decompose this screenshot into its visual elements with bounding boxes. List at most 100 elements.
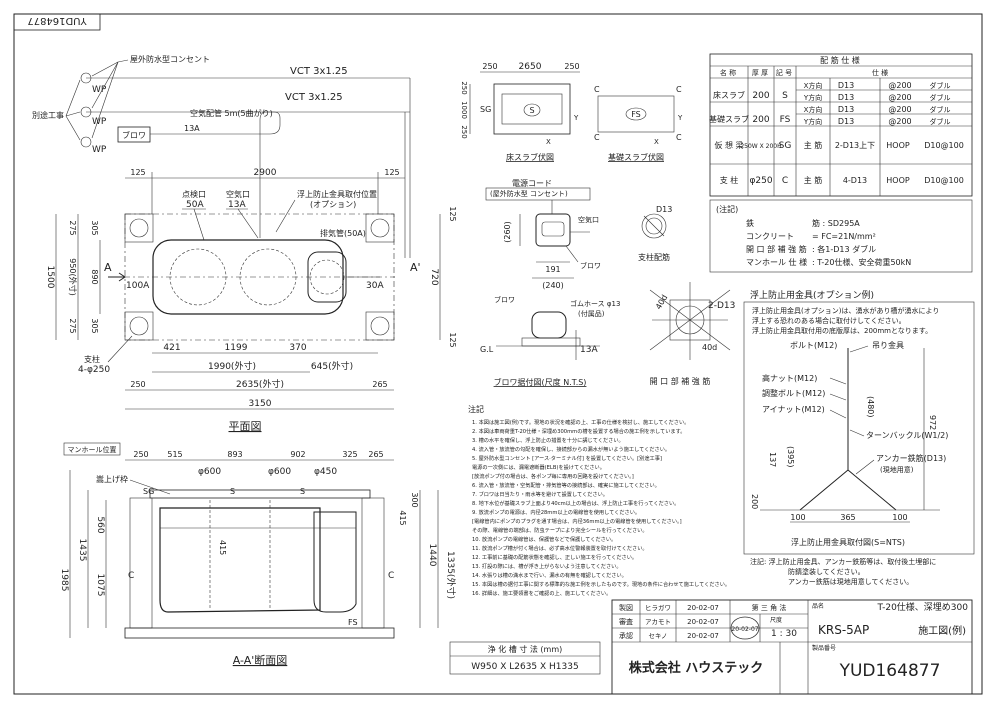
- rebar-cell: C: [782, 176, 788, 186]
- plan-dim: 2635(外寸): [236, 378, 284, 390]
- raise-frame-label: 嵩上げ枠: [96, 474, 128, 484]
- exhaust-label: 排気管(50A): [320, 228, 366, 238]
- plan-dim: 125: [448, 332, 457, 347]
- float-fitting-label: 浮上防止金具取付位置: [297, 189, 377, 199]
- float-prevention-detail: 浮上防止用金具(オプション例) 浮上防止用金具(オプション)は、湧水があり槽が湧…: [743, 289, 975, 586]
- rebar-cell: 200: [752, 91, 769, 101]
- air-port-label: 空気口: [226, 189, 250, 199]
- person-name: ヒラガワ: [645, 603, 671, 612]
- rebar-cell: @200: [888, 93, 911, 102]
- spec-notes: (注記) 鉄 筋 : SD295A コンクリート = FC=21N/mm² 開 …: [709, 199, 973, 273]
- rebar-cell: HOOP: [886, 141, 910, 150]
- general-notes-title: 注記: [468, 404, 484, 414]
- section-c: C: [388, 571, 394, 581]
- outdoor-outlet-label: 屋外防水型コンセント: [130, 54, 210, 64]
- floor-slab-plan: 250 2650 250 SG S 250 1000 250 X Y 床スラブ伏…: [460, 62, 580, 162]
- note-line: 3. 槽の水平を確保し、浮上防止の措置を十分に講じてください。: [472, 436, 624, 444]
- bolt-label: ボルト(M12): [790, 341, 837, 350]
- section-dim: 1435: [77, 539, 87, 562]
- base-slab-fs-mark: [625, 107, 647, 121]
- float-desc: 浮上防止用金具(オプション)は、湧水があり槽が湧水により: [752, 306, 939, 315]
- floor-slab-section: [149, 489, 371, 499]
- note-line: 9. 放流ポンプの電源は、内径28mm以上の電線管を使用してください。: [472, 508, 640, 516]
- plan-dim: 265: [372, 380, 387, 389]
- sign-date: 20-02-07: [687, 618, 719, 626]
- spec-title: T-20仕様、深埋め300: [876, 601, 968, 613]
- dwg-no-label: 製品番号: [812, 644, 836, 652]
- inspection-port-size: 50A: [186, 200, 204, 210]
- note-line: 8. 地下水位が基礎スラブ上面より40cm以上の場合は、浮上防止工事を行ってくだ…: [472, 499, 679, 507]
- note-line: 15. 本図は槽の据付工事に関する標準的な施工例を示したものです。現地の条件に合…: [472, 580, 730, 588]
- plan-dim: 125: [384, 168, 399, 177]
- blower-side-label: ブロワ: [494, 295, 515, 304]
- plan-dim: 950(外寸): [68, 258, 78, 296]
- pillar-spec: 4-φ250: [78, 365, 110, 375]
- note-line: 16. 詳細は、施工要領書をご確認の上、施工してください。: [472, 589, 611, 597]
- rebar-cell: Y方向: [803, 93, 822, 102]
- note-line: 1. 本図は施工図(例)です。現地の状況を確認の上、工事の仕様を検討し、施工して…: [472, 418, 689, 426]
- rebar-cell: Y方向: [803, 117, 822, 126]
- rebar-cell: ダブル: [930, 117, 951, 126]
- plan-dim: 125: [448, 206, 457, 221]
- section-marker-a2: A': [410, 261, 421, 274]
- blower-dim: (240): [542, 281, 564, 290]
- blower-side-view: [531, 311, 567, 339]
- plan-dim: 3150: [249, 399, 272, 409]
- power-cord-label: 電源コード: [512, 179, 552, 188]
- rebar-cell: X方向: [804, 81, 823, 90]
- blower-dim: 191: [545, 265, 560, 274]
- separate-work-label: 別途工事: [32, 110, 64, 120]
- float-dim: 137: [768, 452, 777, 467]
- rebar-cell: 200: [752, 115, 769, 125]
- vct-label: VCT 3x1.25: [290, 66, 348, 77]
- rebar-cell: D13: [838, 105, 854, 114]
- sign-date: 20-02-07: [687, 604, 719, 612]
- plan-dim: 2900: [254, 168, 277, 178]
- section-dim: 1335(外寸): [445, 551, 457, 599]
- plan-dim: 720: [429, 268, 439, 285]
- opening-rebar-40d: 40d: [702, 343, 717, 352]
- spec-notes-title: (注記): [716, 204, 738, 214]
- turnbuckle-label: ターンバックル(W1/2): [866, 431, 948, 440]
- pillar-label: 支柱: [84, 354, 100, 364]
- inspection-port-label: 点検口: [182, 189, 206, 199]
- floor-slab-sg: SG: [480, 105, 491, 114]
- section-dim: 265: [368, 450, 383, 459]
- wp-label: WP: [92, 85, 107, 95]
- rebar-cell: 仮 想 梁: [714, 140, 743, 150]
- base-slab-c: C: [676, 133, 682, 142]
- rebar-table-header: 配 筋 仕 様: [820, 55, 860, 65]
- outlet-size: 30A: [366, 281, 384, 291]
- section-view-title: A-A'断面図: [233, 653, 288, 667]
- section-pillar: [129, 497, 153, 629]
- section-dim: 560: [95, 516, 105, 533]
- plan-dim: 250: [130, 380, 145, 389]
- section-dim: 902: [290, 450, 305, 459]
- float-note: 防錆塗装してください。: [788, 567, 865, 576]
- slab-dim: 250: [482, 62, 497, 71]
- note-line: 10. 放流ポンプの電線管は、保護管などで保護してください。: [472, 535, 616, 543]
- section-dim: 1985: [59, 569, 69, 592]
- note-line: 13. 打設の際には、槽が浮き上がらないよう注意してください。: [472, 562, 622, 570]
- plan-dim: 305: [90, 220, 99, 235]
- diameter-label: φ600: [268, 467, 291, 477]
- rebar-cell: 基礎スラブ: [709, 114, 749, 124]
- section-mid-dim: 415: [218, 540, 227, 555]
- tank-size-label: 浄 化 槽 寸 法 (mm): [488, 644, 563, 654]
- note-line: 6. 流入管・放流管・空気配管・排気管等の接続部は、確実に施工してください。: [472, 481, 660, 489]
- pillar-rebar-title: 支柱配筋: [638, 252, 670, 262]
- approval-stamp-date: 20-02-07: [731, 626, 758, 633]
- pillar-circle: [129, 316, 149, 336]
- outlet-symbol: [80, 136, 92, 148]
- drawing-border: [13, 13, 983, 695]
- float-note: アンカー鉄筋は現地用意してください。: [788, 577, 913, 586]
- pillar-square: [365, 311, 395, 341]
- rebar-cell: @200: [888, 105, 911, 114]
- tank-size-value: W950 X L2635 X H1335: [471, 662, 578, 672]
- blower-dim: (260): [503, 221, 512, 243]
- opening-rebar-detail: 2-D13 40d 40d 開 口 部 補 強 筋: [650, 282, 735, 386]
- blower-base-title: ブロワ据付図(尺度 N.T.S): [494, 377, 587, 387]
- rebar-cell: 支 柱: [720, 175, 739, 185]
- spec-item-name: コンクリート: [746, 232, 794, 241]
- air-port-detail: 空気口: [578, 215, 599, 224]
